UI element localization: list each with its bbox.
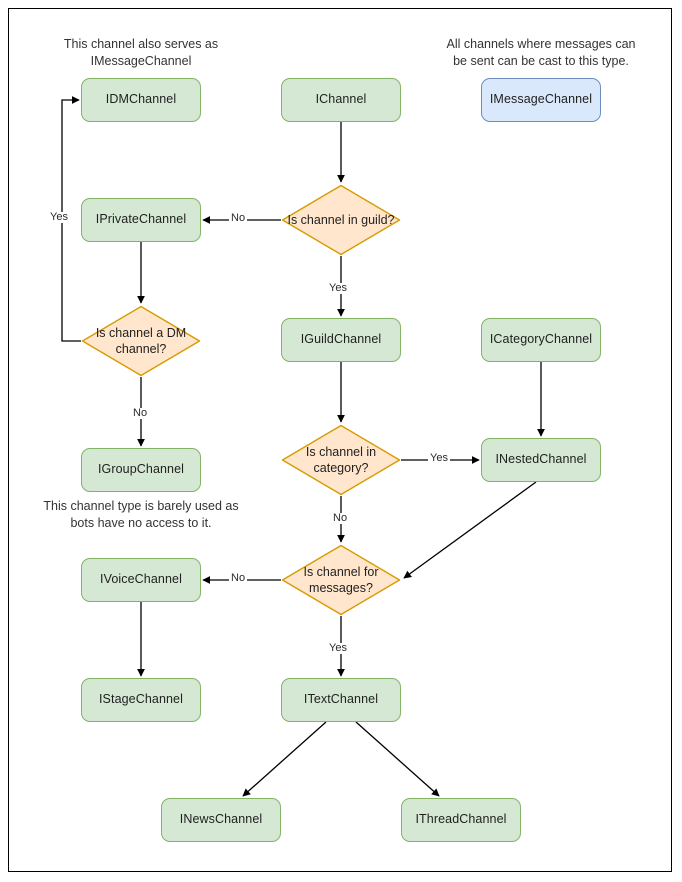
edge-label-yes-category: Yes (428, 452, 450, 464)
decision-label: Is channel a DM channel? (95, 325, 187, 356)
node-ithreadchannel[interactable]: IThreadChannel (401, 798, 521, 842)
note-message-channel: All channels where messages can be sent … (446, 37, 636, 68)
node-istagechannel[interactable]: IStageChannel (81, 678, 201, 722)
edge-label-yes-messages: Yes (327, 642, 349, 654)
node-idmchannel[interactable]: IDMChannel (81, 78, 201, 122)
node-inewschannel[interactable]: INewsChannel (161, 798, 281, 842)
edge-inested-to-formessages (403, 481, 537, 579)
node-inestedchannel[interactable]: INestedChannel (481, 438, 601, 482)
node-itextchannel[interactable]: ITextChannel (281, 678, 401, 722)
node-icategorychannel[interactable]: ICategoryChannel (481, 318, 601, 362)
edge-label-no-dm: No (131, 407, 150, 419)
node-ichannel[interactable]: IChannel (281, 78, 401, 122)
decision-is-channel-for-messages[interactable]: Is channel for messages? (281, 544, 401, 616)
edge-label-no-messages: No (229, 572, 248, 584)
node-ivoicechannel[interactable]: IVoiceChannel (81, 558, 201, 602)
edge-label-yes-dm: Yes (48, 211, 70, 223)
decision-label: Is channel in category? (305, 444, 377, 475)
node-iprivatechannel[interactable]: IPrivateChannel (81, 198, 201, 242)
decision-label: Is channel for messages? (303, 564, 379, 595)
note-group-channel: This channel type is barely used as bots… (43, 499, 239, 530)
edge-label-no-guild: No (229, 212, 248, 224)
decision-is-channel-in-category[interactable]: Is channel in category? (281, 424, 401, 496)
node-iguildchannel[interactable]: IGuildChannel (281, 318, 401, 362)
edge-itext-to-inews (242, 721, 327, 797)
edge-label-yes-guild: Yes (327, 282, 349, 294)
node-imessagechannel[interactable]: IMessageChannel (481, 78, 601, 122)
decision-label: Is channel in guild? (287, 212, 395, 227)
decision-is-channel-a-dm-channel[interactable]: Is channel a DM channel? (81, 305, 201, 377)
node-igroupchannel[interactable]: IGroupChannel (81, 448, 201, 492)
edge-itext-to-ithread (355, 721, 440, 797)
edge-label-no-category: No (331, 512, 350, 524)
decision-is-channel-in-guild[interactable]: Is channel in guild? (281, 184, 401, 256)
note-dm-channel: This channel also serves as IMessageChan… (63, 37, 219, 68)
